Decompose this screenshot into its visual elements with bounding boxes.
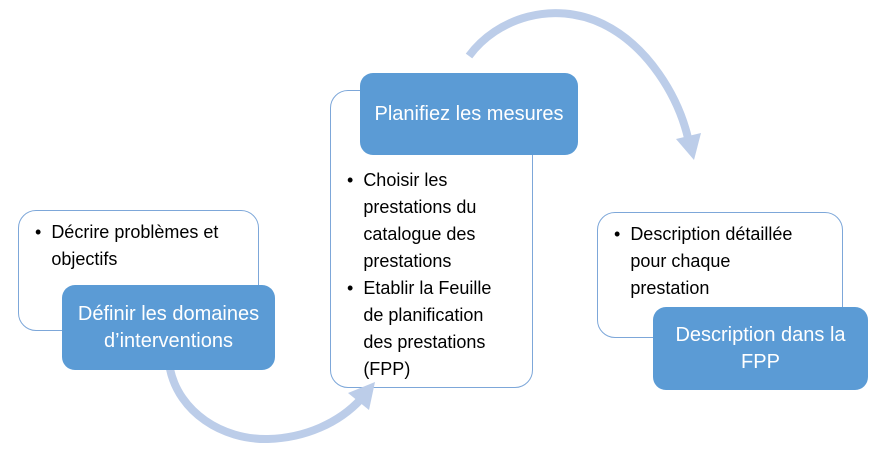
step1-bullet-text: Décrire problèmes et objectifs (51, 222, 219, 269)
step1-bullet-list: • Décrire problèmes et objectifs (35, 219, 250, 273)
list-item: • Description détaillée pour chaque pres… (614, 221, 834, 302)
step1-label-box: Définir les domaines d’interventions (62, 285, 275, 370)
step2-label-box: Planifiez les mesures (360, 73, 578, 155)
list-item: • Choisir les prestations du catalogue d… (347, 167, 524, 275)
bullet-dot-icon: • (347, 170, 354, 190)
step3-bullet-text: Description détaillée pour chaque presta… (630, 224, 793, 298)
step2-bullet-list: • Choisir les prestations du catalogue d… (347, 167, 524, 383)
list-item: • Décrire problèmes et objectifs (35, 219, 250, 273)
step3-label-box: Description dans la FPP (653, 307, 868, 390)
bullet-dot-icon: • (614, 224, 621, 244)
step2-bullet-text-1: Choisir les prestations du catalogue des… (363, 170, 477, 271)
bullet-dot-icon: • (35, 222, 42, 242)
step2-bullet-text-2: Etablir la Feuille de planification des … (363, 278, 492, 379)
bullet-dot-icon: • (347, 278, 354, 298)
step3-bullet-list: • Description détaillée pour chaque pres… (614, 221, 834, 302)
list-item: • Etablir la Feuille de planification de… (347, 275, 524, 383)
